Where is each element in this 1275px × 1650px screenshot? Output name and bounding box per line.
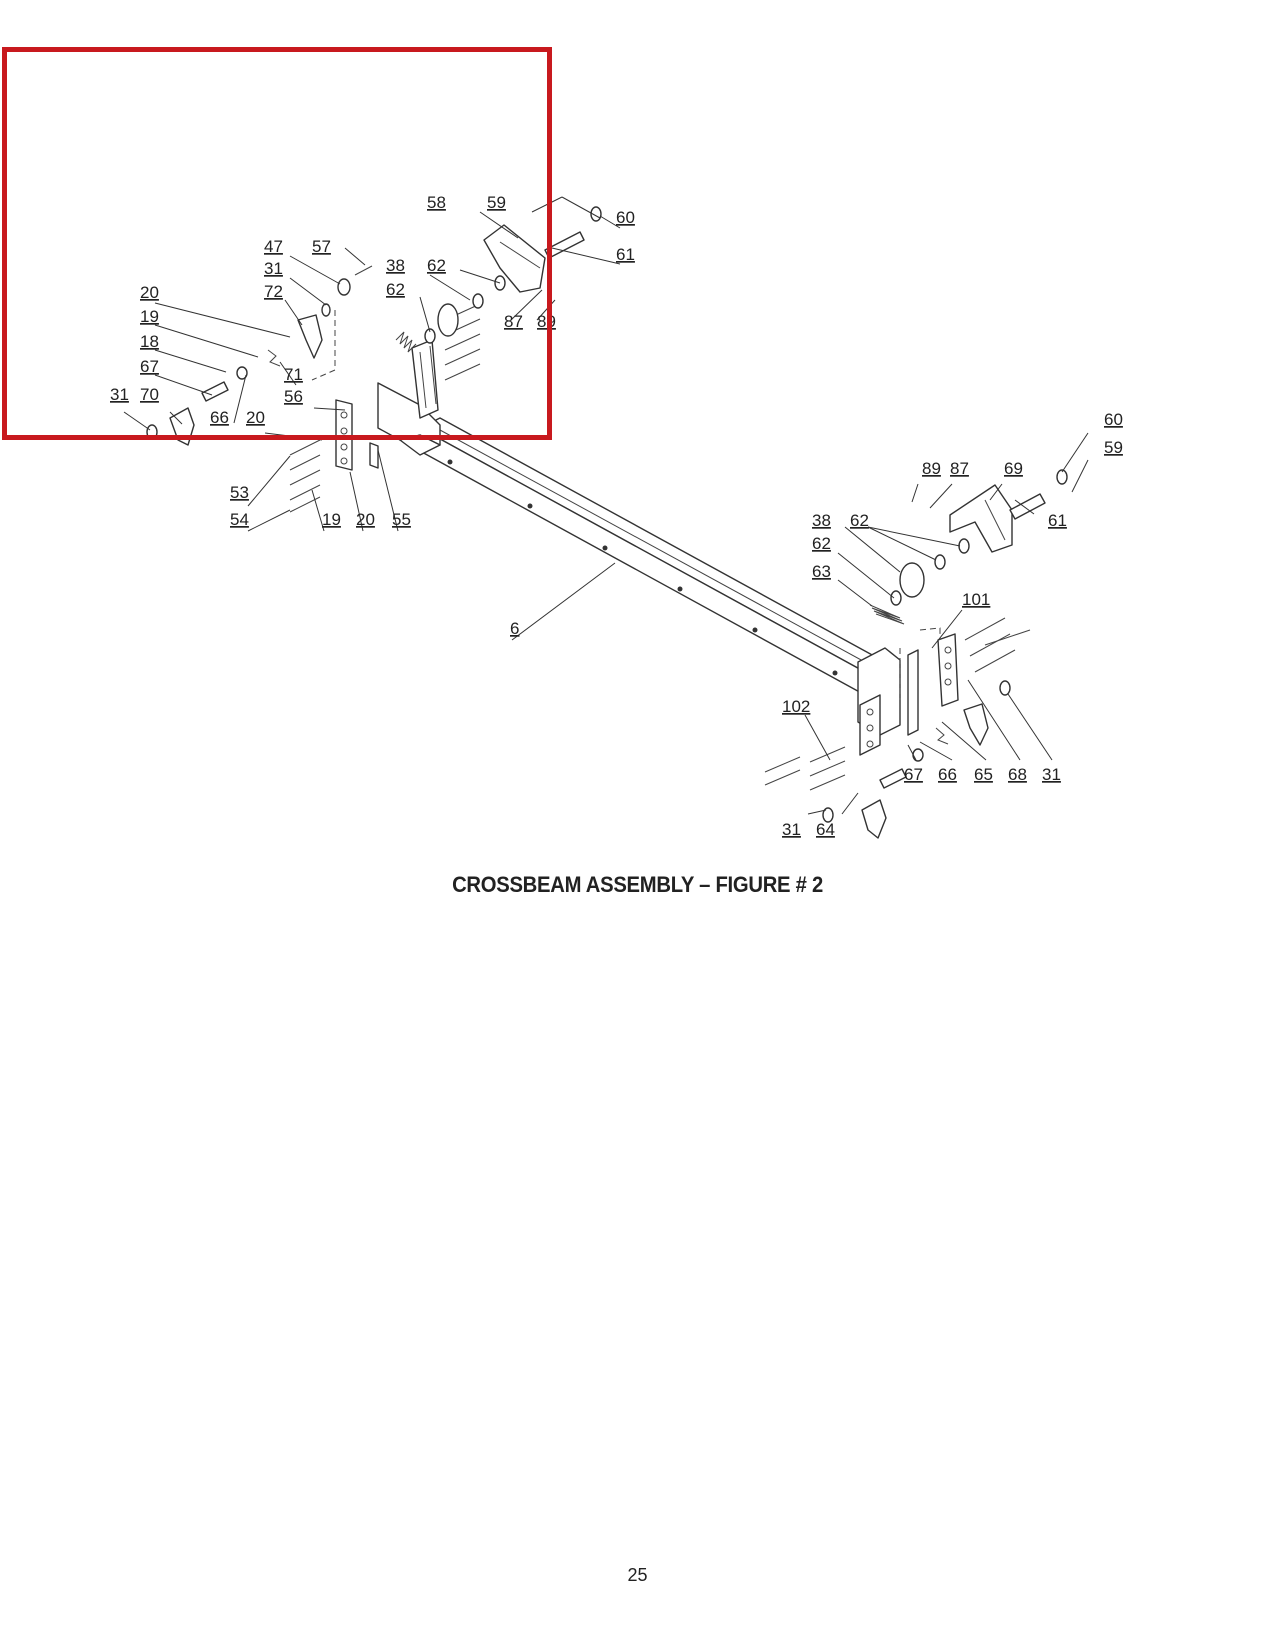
callout-57: 57: [312, 237, 331, 256]
callout-69: 69: [1004, 459, 1023, 478]
callout-66: 66: [938, 765, 957, 784]
callout-62: 62: [427, 256, 446, 275]
callout-102: 102: [782, 697, 810, 716]
callout-6: 6: [510, 619, 519, 638]
callout-20: 20: [246, 408, 265, 427]
callout-18: 18: [140, 332, 159, 351]
callout-62: 62: [850, 511, 869, 530]
callout-55: 55: [392, 510, 411, 529]
callout-71: 71: [284, 365, 303, 384]
callout-38: 38: [812, 511, 831, 530]
callout-66: 66: [210, 408, 229, 427]
callout-59: 59: [1104, 438, 1123, 457]
callout-31: 31: [264, 259, 283, 278]
callout-87: 87: [504, 312, 523, 331]
right-pin: [1009, 469, 1068, 520]
callout-58: 58: [427, 193, 446, 212]
callout-38: 38: [386, 256, 405, 275]
callout-19: 19: [140, 307, 159, 326]
callout-19: 19: [322, 510, 341, 529]
callout-62: 62: [812, 534, 831, 553]
callout-61: 61: [1048, 511, 1067, 530]
right-spring: [869, 604, 905, 625]
callout-labels: 58 59 60 61 47 57 31 38 62 62 72 20 19 8…: [110, 193, 1123, 839]
callout-67: 67: [140, 357, 159, 376]
left-top-guide: [483, 224, 546, 293]
callout-56: 56: [284, 387, 303, 406]
callout-54: 54: [230, 510, 249, 529]
callout-62: 62: [386, 280, 405, 299]
callout-47: 47: [264, 237, 283, 256]
highlight-frame: [2, 47, 552, 440]
exploded-parts-diagram: 58 59 60 61 47 57 31 38 62 62 72 20 19 8…: [110, 193, 1123, 839]
page-number: 25: [627, 1565, 648, 1585]
callout-63: 63: [812, 562, 831, 581]
callout-20: 20: [140, 283, 159, 302]
callout-68: 68: [1008, 765, 1027, 784]
right-roller: [890, 538, 970, 606]
figure-title: CROSSBEAM ASSEMBLY – FIGURE # 2: [452, 872, 823, 897]
crossbeam-tube: [419, 417, 886, 696]
callout-31: 31: [782, 820, 801, 839]
callout-31: 31: [110, 385, 129, 404]
callout-53: 53: [230, 483, 249, 502]
callout-101: 101: [962, 590, 990, 609]
callout-65: 65: [974, 765, 993, 784]
left-roller: [424, 275, 506, 344]
callout-67: 67: [904, 765, 923, 784]
right-end-bracket: [857, 633, 959, 756]
callout-72: 72: [264, 282, 283, 301]
callout-61: 61: [616, 245, 635, 264]
right-arms: [822, 680, 1011, 839]
callout-89: 89: [922, 459, 941, 478]
callout-60: 60: [616, 208, 635, 227]
left-pin: [544, 206, 602, 259]
callout-60: 60: [1104, 410, 1123, 429]
callout-59: 59: [487, 193, 506, 212]
callout-20: 20: [356, 510, 375, 529]
callout-87: 87: [950, 459, 969, 478]
callout-70: 70: [140, 385, 159, 404]
left-end-bracket: [377, 331, 441, 456]
callout-31: 31: [1042, 765, 1061, 784]
callout-64: 64: [816, 820, 835, 839]
